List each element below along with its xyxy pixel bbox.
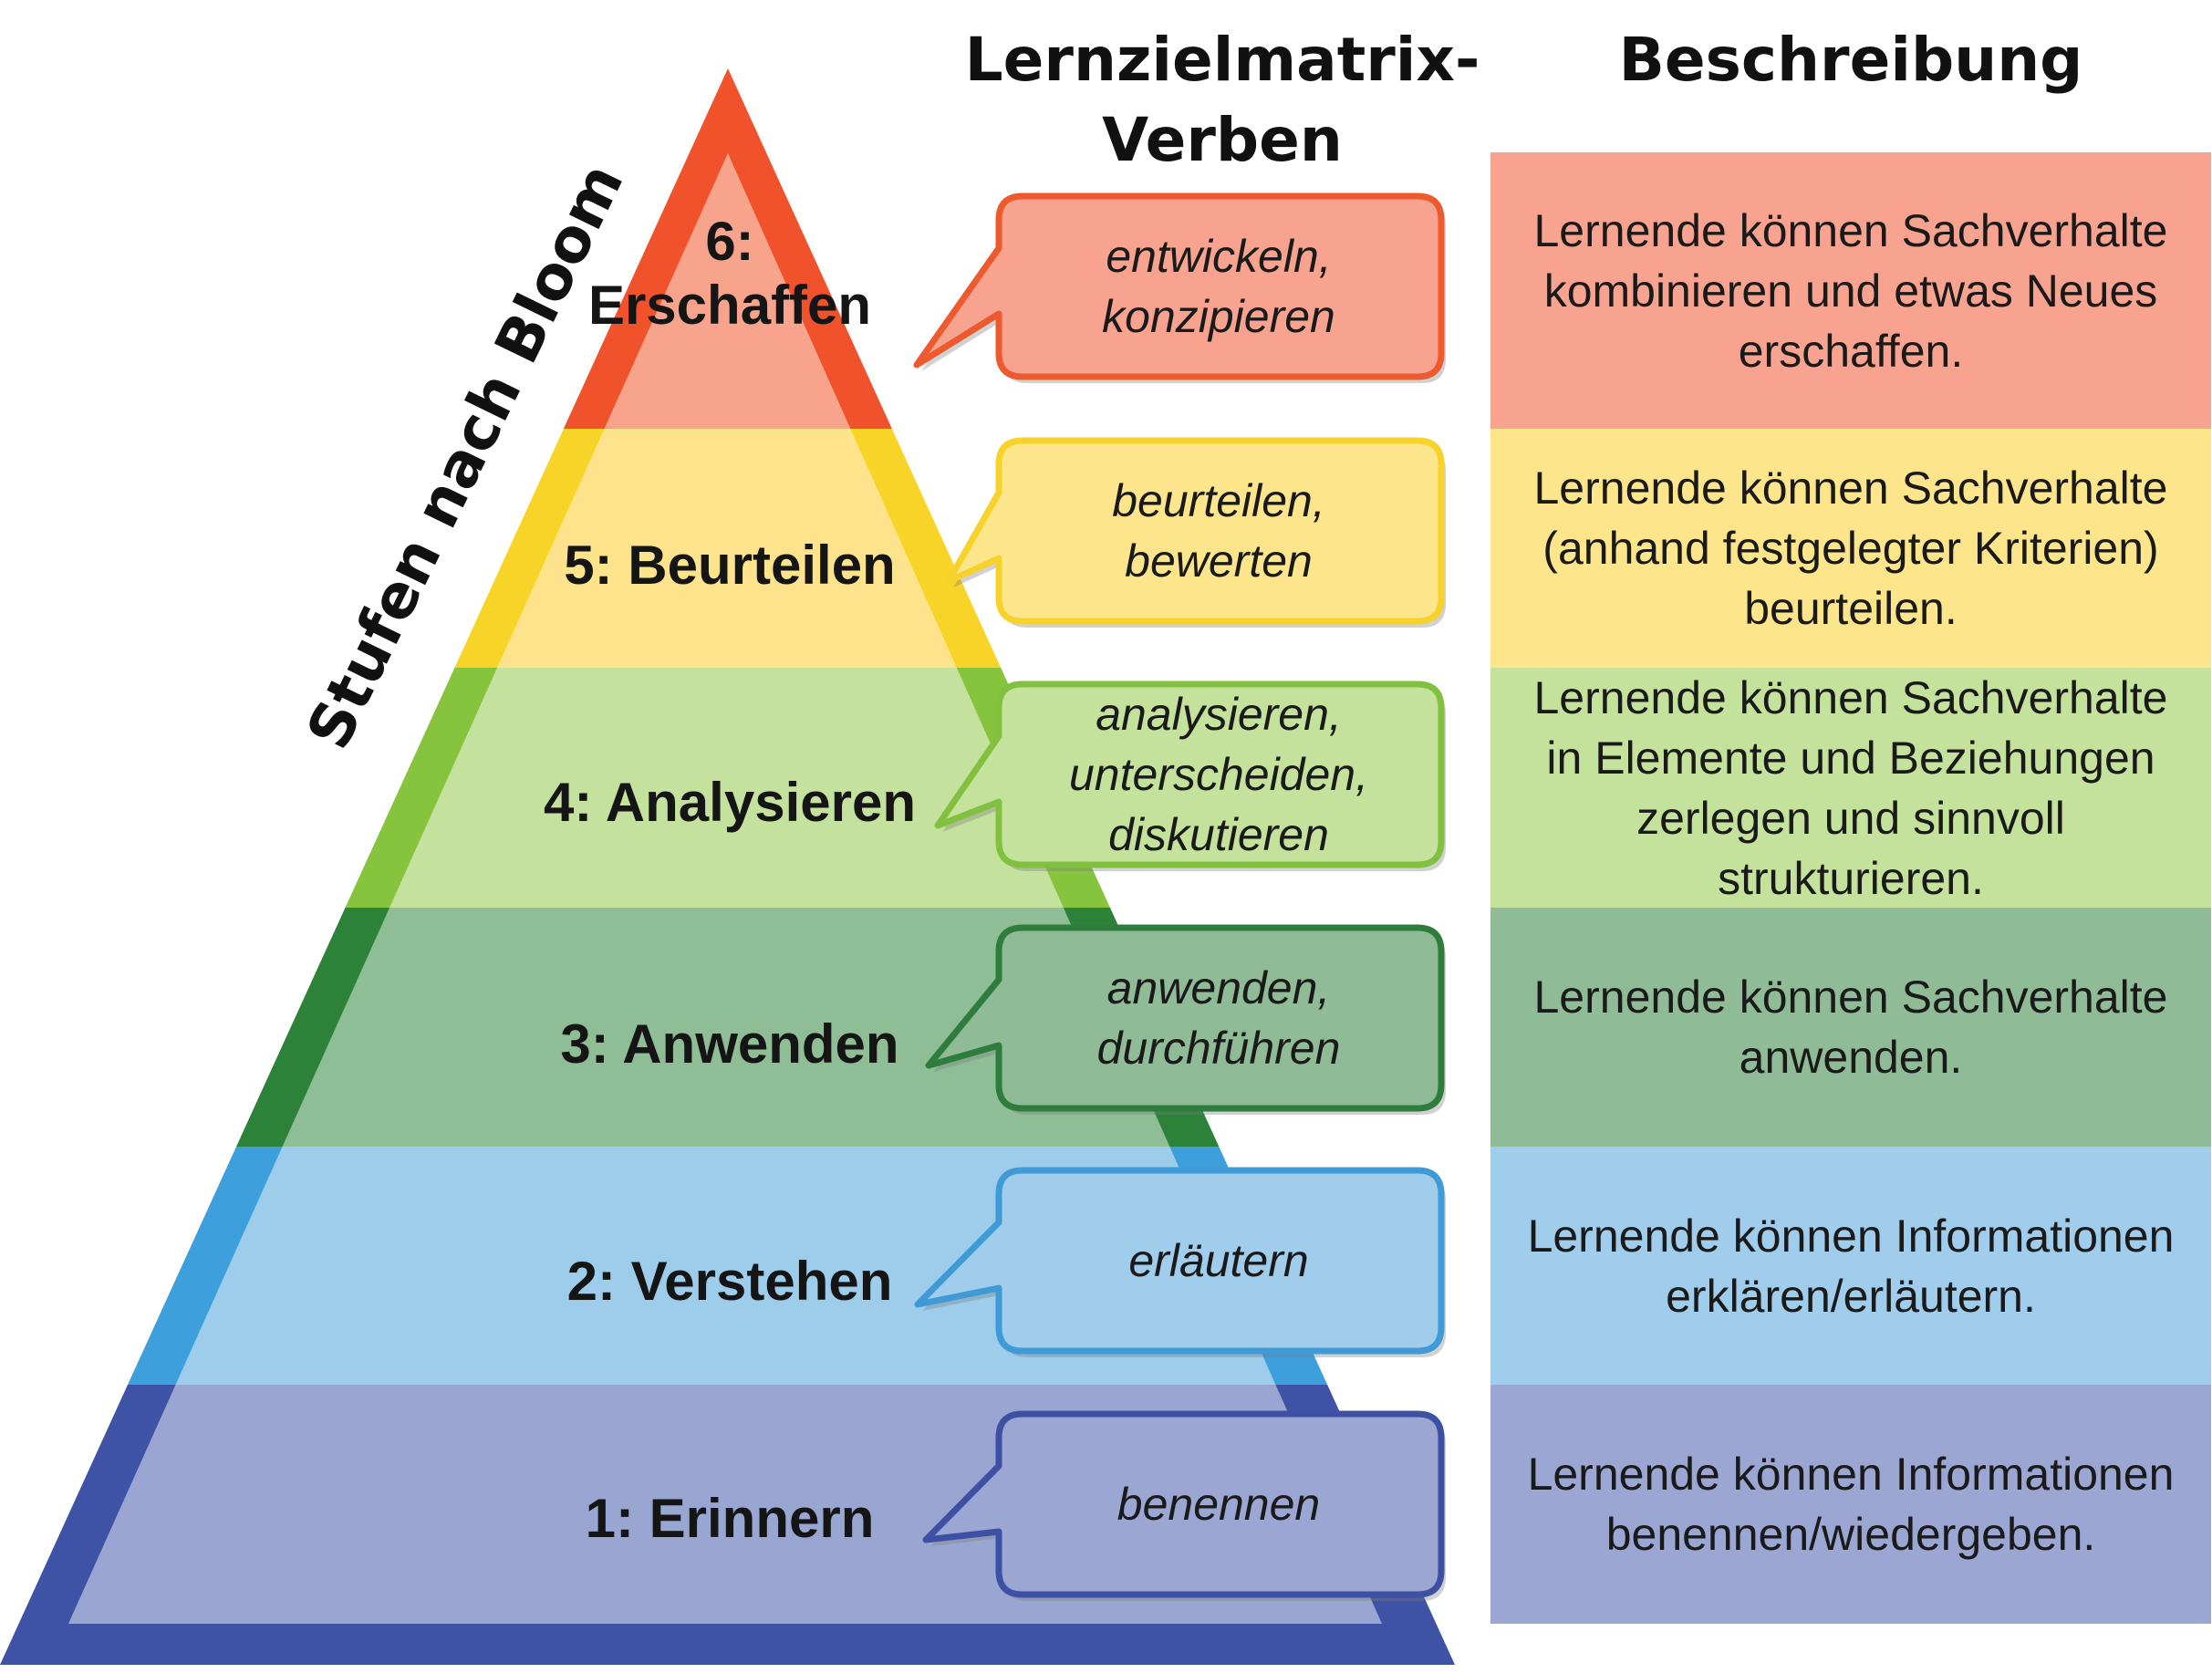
verb-box [945, 437, 1445, 625]
level-label: 4: Analysieren [544, 772, 916, 833]
description-text: Lernende können Sachverhalte anwenden. [1533, 972, 2168, 1083]
description-band [1490, 1385, 2211, 1624]
verb-text: beurteilen, bewerten [1112, 475, 1325, 587]
verb-box [914, 1167, 1445, 1355]
verb-text: analysieren, unterscheiden, diskutieren [1068, 689, 1368, 860]
level-label: 1: Erinnern [585, 1488, 875, 1549]
description-text: Lernende können Informationen erklären/e… [1527, 1210, 2175, 1322]
description-band [1490, 908, 2211, 1147]
verb-text: anwenden, durchführen [1096, 962, 1341, 1074]
verb-box [922, 1410, 1445, 1598]
level-label: 6: Erschaffen [587, 211, 872, 336]
description-band [1490, 429, 2211, 668]
verb-box [925, 924, 1445, 1112]
description-band [1490, 1147, 2211, 1385]
verb-text: erläutern [1128, 1235, 1309, 1286]
description-band [1490, 152, 2211, 429]
description-text: Lernende können Sachverhalte (anhand fes… [1533, 462, 2168, 634]
pyramid-fill-band [389, 668, 1064, 908]
level-label: 3: Anwenden [560, 1013, 899, 1075]
verb-box [913, 192, 1445, 380]
verb-text: entwickeln, konzipieren [1102, 231, 1335, 342]
description-band [1490, 668, 2211, 908]
level-label: 5: Beurteilen [564, 535, 896, 596]
pyramid-fill-band [604, 153, 851, 429]
description-text: Lernende können Informationen benennen/w… [1527, 1449, 2175, 1560]
level-label: 2: Verstehen [566, 1251, 893, 1312]
verb-box [934, 681, 1445, 868]
verb-text: benennen [1116, 1479, 1321, 1530]
description-text: Lernende können Sachverhalte kombinieren… [1533, 204, 2168, 377]
description-text: Lernende können Sachverhalte in Elemente… [1533, 671, 2168, 904]
description-column-header: Beschreibung [1618, 25, 2083, 95]
pyramid-fill-band [497, 429, 957, 668]
verbs-column-header: Lernzielmatrix- Verben [964, 25, 1480, 175]
pyramid-fill-band [282, 908, 1170, 1147]
